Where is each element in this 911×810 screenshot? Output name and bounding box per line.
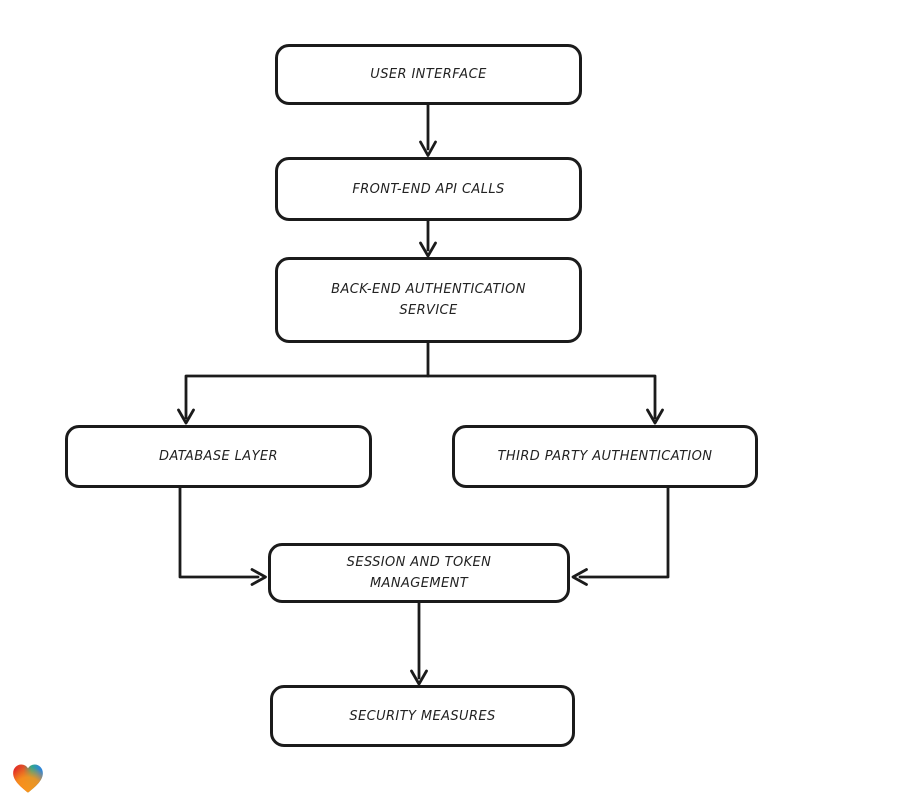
node-back-end-authentication-service-label: BACK-END AUTHENTICATION SERVICE bbox=[331, 282, 526, 318]
node-back-end-authentication-service: BACK-END AUTHENTICATION SERVICE bbox=[275, 257, 582, 343]
edge-user-interface-to-front-end-api-calls bbox=[419, 103, 437, 157]
arrowhead-down-icon bbox=[419, 140, 437, 157]
heart-shape-orange-overlay bbox=[13, 764, 43, 793]
arrowhead-down-icon bbox=[177, 408, 195, 425]
node-database-layer: DATABASE LAYER bbox=[65, 425, 372, 488]
gradient-heart-logo bbox=[13, 764, 43, 793]
edge-line bbox=[184, 341, 430, 420]
arrowhead-right-icon bbox=[250, 568, 267, 586]
edge-third-party-auth-to-session-token bbox=[571, 486, 670, 586]
edge-line bbox=[426, 374, 657, 420]
node-front-end-api-calls: FRONT-END API CALLS bbox=[275, 157, 582, 221]
node-third-party-authentication-label: THIRD PARTY AUTHENTICATION bbox=[497, 449, 713, 464]
node-security-measures: SECURITY MEASURES bbox=[270, 685, 575, 747]
node-database-layer-label: DATABASE LAYER bbox=[159, 449, 278, 464]
edge-line bbox=[178, 486, 260, 579]
arrowhead-down-icon bbox=[410, 669, 428, 686]
arrowhead-down-icon bbox=[419, 241, 437, 258]
edge-session-token-to-security-measures bbox=[410, 600, 428, 686]
node-user-interface-label: USER INTERFACE bbox=[370, 67, 487, 82]
edge-line bbox=[578, 486, 670, 579]
arrowhead-down-icon bbox=[646, 408, 664, 425]
node-security-measures-label: SECURITY MEASURES bbox=[349, 708, 496, 724]
arrowhead-left-icon bbox=[571, 568, 588, 586]
edge-back-end-auth-to-database-layer bbox=[177, 341, 430, 425]
node-session-and-token-management-label: SESSION AND TOKEN MANAGEMENT bbox=[346, 555, 492, 591]
edge-database-layer-to-session-token bbox=[178, 486, 267, 586]
edge-front-end-api-calls-to-back-end-auth bbox=[419, 219, 437, 258]
edge-back-end-auth-to-third-party-auth bbox=[426, 374, 664, 425]
node-session-and-token-management: SESSION AND TOKEN MANAGEMENT bbox=[268, 543, 570, 603]
node-user-interface: USER INTERFACE bbox=[275, 44, 582, 105]
node-third-party-authentication: THIRD PARTY AUTHENTICATION bbox=[452, 425, 758, 488]
node-front-end-api-calls-label: FRONT-END API CALLS bbox=[352, 181, 505, 197]
